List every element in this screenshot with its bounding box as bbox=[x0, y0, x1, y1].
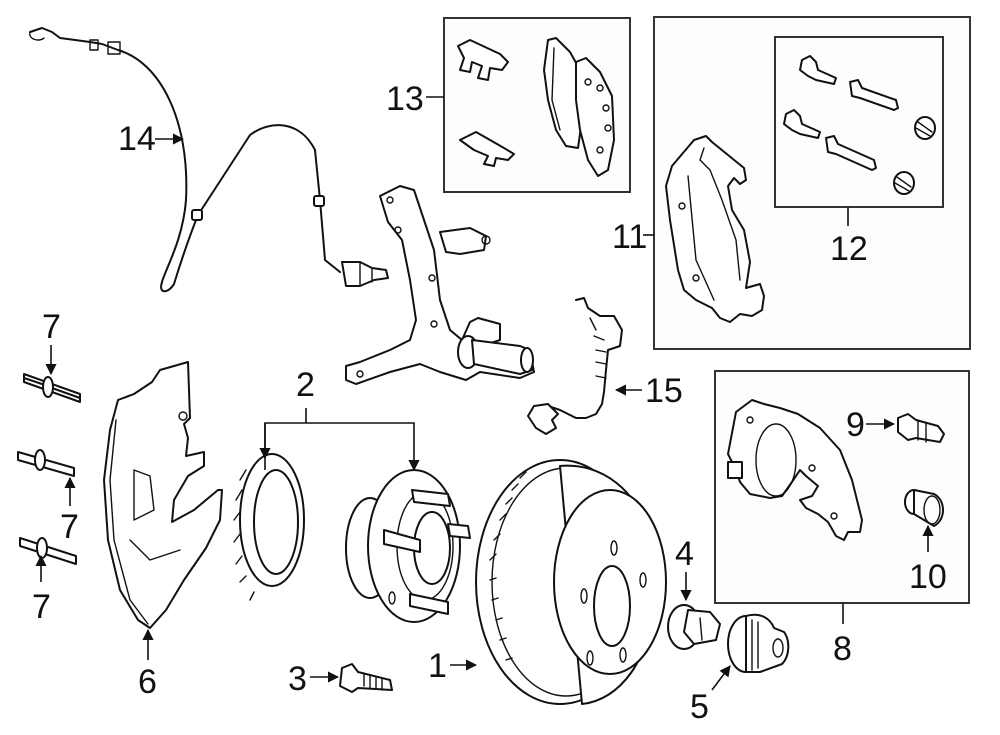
callout-13[interactable]: 13 bbox=[386, 80, 424, 118]
callout-4[interactable]: 4 bbox=[675, 535, 694, 573]
callout-7b[interactable]: 7 bbox=[60, 508, 79, 546]
callout-12[interactable]: 12 bbox=[830, 230, 868, 268]
brake-rotor[interactable] bbox=[475, 459, 667, 705]
bleeder-cap[interactable] bbox=[904, 489, 944, 527]
callout-11[interactable]: 11 bbox=[612, 218, 647, 256]
caliper-support[interactable] bbox=[665, 135, 765, 323]
brake-caliper[interactable] bbox=[727, 399, 863, 541]
callout-9[interactable]: 9 bbox=[846, 406, 865, 444]
brake-pad-set[interactable] bbox=[457, 37, 615, 177]
caliper-bolt-long-1 bbox=[849, 79, 899, 111]
bushing-1 bbox=[914, 116, 936, 140]
callout-7c[interactable]: 7 bbox=[32, 588, 51, 626]
callout-1[interactable]: 1 bbox=[428, 647, 447, 685]
hub-bearing-assembly[interactable] bbox=[345, 469, 471, 623]
callout-15[interactable]: 15 bbox=[645, 372, 683, 410]
caliper-bolt-short-2 bbox=[783, 109, 821, 139]
tone-ring[interactable] bbox=[233, 453, 305, 601]
leader-5 bbox=[711, 665, 731, 691]
brake-hose[interactable] bbox=[527, 297, 623, 435]
callout-7a[interactable]: 7 bbox=[42, 308, 61, 346]
caliper-bolt-long-2 bbox=[825, 135, 877, 171]
hub-bolt[interactable] bbox=[339, 663, 393, 693]
bleeder-screw[interactable] bbox=[897, 413, 945, 443]
callout-5[interactable]: 5 bbox=[690, 688, 709, 726]
rivet-2[interactable] bbox=[17, 449, 75, 477]
callout-6[interactable]: 6 bbox=[138, 663, 157, 701]
callout-2[interactable]: 2 bbox=[296, 366, 315, 404]
callout-8[interactable]: 8 bbox=[833, 630, 852, 668]
steering-knuckle[interactable] bbox=[345, 185, 535, 385]
lug-nut[interactable] bbox=[667, 604, 721, 650]
caliper-bolt-kit[interactable] bbox=[783, 55, 936, 195]
callout-10[interactable]: 10 bbox=[909, 558, 947, 596]
bushing-2 bbox=[893, 171, 915, 195]
rivet-1[interactable] bbox=[23, 373, 81, 403]
splash-shield[interactable] bbox=[103, 361, 223, 629]
abs-sensor-wire[interactable] bbox=[29, 27, 389, 293]
hub-cap[interactable] bbox=[727, 613, 790, 673]
callout-3[interactable]: 3 bbox=[288, 660, 307, 698]
callout-14[interactable]: 14 bbox=[118, 120, 156, 158]
caliper-bolt-short-1 bbox=[799, 55, 837, 85]
